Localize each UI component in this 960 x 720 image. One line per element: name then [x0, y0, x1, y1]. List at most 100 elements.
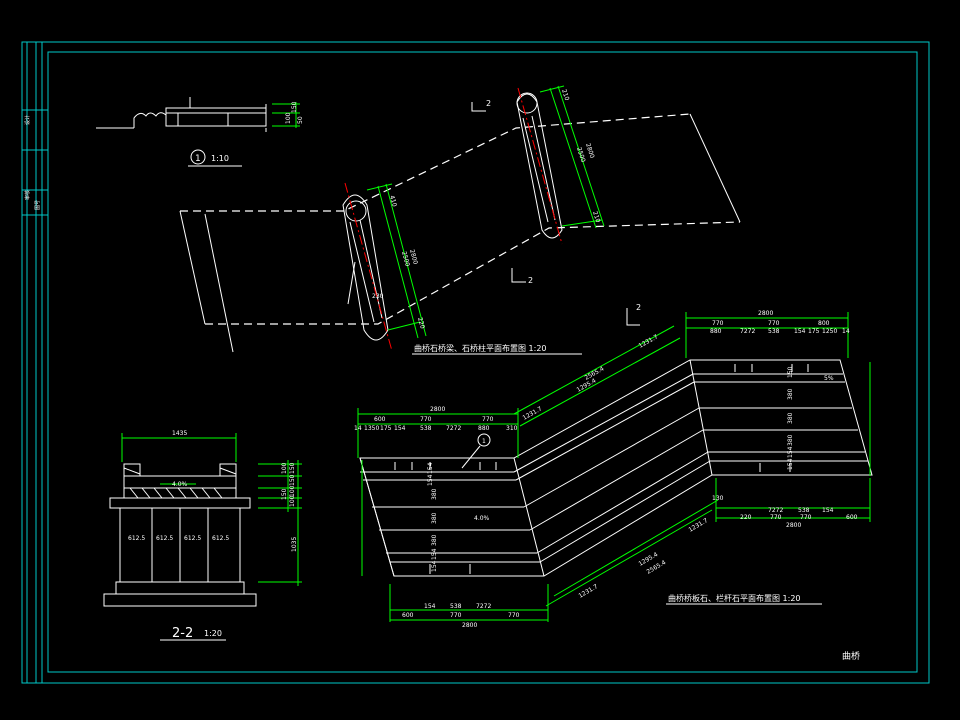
section-22-dim-r5: 100	[281, 462, 288, 474]
drawing-name: 曲桥	[842, 650, 860, 662]
beam-left-post	[342, 194, 389, 341]
slab-right-row-4: 600	[846, 514, 858, 521]
section-22-center-label: 4.0%	[172, 481, 188, 488]
slab-top-sub-5: 175	[808, 328, 820, 335]
beam-plan-edges	[179, 113, 741, 353]
detail-1-dim-2: 150	[291, 101, 298, 113]
beam-right-dim-3: 2500	[575, 146, 586, 163]
slab-left-sub-6: 7272	[446, 425, 461, 432]
section-22-width: 1435	[172, 430, 187, 437]
detail-1-section	[96, 97, 267, 134]
slab-left-row-3: 770	[482, 416, 494, 423]
slab-left-sub-2: 1350	[364, 425, 379, 432]
slab-left-vert-2: 154	[427, 474, 434, 486]
section-mark-right-label: 2	[636, 303, 641, 312]
title-strip-label-3: 图号	[35, 200, 41, 210]
slab-left-sub-4: 154	[394, 425, 406, 432]
beam-left-dim-5: 220	[416, 317, 426, 330]
slab-diag-top-1: 1231.7	[638, 333, 660, 349]
slab-top-sub-1: 880	[710, 328, 722, 335]
slab-left-vert-1: 154	[427, 462, 434, 474]
slab-left-row-2: 770	[420, 416, 432, 423]
slab-right-vert-2: 380	[787, 388, 794, 400]
drawing-frame	[21, 41, 930, 684]
slab-outline	[359, 359, 873, 577]
section-arrow-right	[626, 308, 640, 326]
slab-left-sub-7: 880	[478, 425, 490, 432]
slab-right-total: 2800	[786, 522, 801, 529]
section-22-cell-3: 612.5	[184, 535, 201, 542]
slab-plan-title: 曲桥桥板石、栏杆石平面布置图 1:20	[668, 593, 801, 603]
slab-bottom-row-3: 770	[508, 612, 520, 619]
slab-left-vert-4: 380	[431, 512, 438, 524]
title-strip-label-1: 设计	[24, 115, 31, 125]
detail-scale: 1:10	[211, 154, 229, 163]
slab-right-sub-1: 7272	[768, 507, 783, 514]
slab-left-sub-5: 538	[420, 425, 432, 432]
title-strip: 设计 审核 图号	[24, 115, 41, 210]
section-22-scale: 1:20	[204, 629, 222, 638]
section-22-dim-r1: 150	[289, 462, 296, 474]
section-arrow-bottom	[511, 268, 526, 283]
detail-1-dims	[272, 102, 300, 128]
beam-plan-outline	[180, 113, 741, 325]
section-22-title: 2-2	[172, 626, 193, 641]
slab-left-sub-3: 175	[380, 425, 392, 432]
slab-top-row-3: 800	[818, 320, 830, 327]
section-mark-bottom-label: 2	[528, 276, 533, 285]
beam-left-dim-3: 2500	[400, 251, 411, 268]
slab-bottom-sub-2: 538	[450, 603, 462, 610]
slab-top-sub-4: 154	[794, 328, 806, 335]
section-22-cell-1: 612.5	[128, 535, 145, 542]
detail-1-dim-1: 100	[285, 112, 292, 124]
slab-diag-bottom-4: 1231.7	[688, 517, 710, 534]
slab-bottom-total: 2800	[462, 622, 477, 629]
section-22-dim-r2: 150	[289, 474, 296, 486]
slab-plan-outline	[359, 359, 873, 577]
section-arrow-top	[471, 102, 486, 112]
slab-top-sub-7: 14	[842, 328, 850, 335]
section-22-dims	[121, 433, 302, 586]
slab-right-vert-4: 380	[787, 434, 794, 446]
section-mark-top	[471, 102, 526, 283]
right-rail-block	[219, 463, 237, 477]
beam-right-post	[516, 92, 563, 239]
slab-plan-dims	[357, 312, 871, 622]
slab-bottom-row-2: 770	[450, 612, 462, 619]
right-post-centerline	[517, 87, 563, 245]
title-strip-label-2: 审核	[24, 190, 31, 200]
slab-right-vert-1: 150	[787, 366, 794, 378]
section-22-dim-r3: 100	[289, 485, 296, 497]
left-post-centerline	[344, 182, 393, 352]
slab-right-sub-3: 154	[822, 507, 834, 514]
slab-right-vert-6: 154	[787, 458, 794, 470]
section-22-dim-r4: 100	[289, 495, 296, 507]
slab-left-sub-1: 14	[354, 425, 362, 432]
slab-left-total: 2800	[430, 406, 445, 413]
detail-number: 1	[195, 154, 201, 164]
slab-left-sub-8: 310	[506, 425, 518, 432]
slab-left-vert-3: 380	[431, 488, 438, 500]
slab-top-sub-6: 1250	[822, 328, 837, 335]
slab-right-row-2: 770	[770, 514, 782, 521]
left-rail-block	[123, 463, 141, 477]
slab-top-row-1: 770	[712, 320, 724, 327]
slab-bottom-sub-3: 7272	[476, 603, 491, 610]
slab-left-vert-7: 154	[431, 560, 438, 572]
slab-hatch	[123, 487, 237, 499]
detail-1-label: 1 1:10	[188, 149, 242, 167]
beam-plan-dims	[366, 85, 605, 339]
slab-right-row-3: 770	[800, 514, 812, 521]
section-mark-top-label: 2	[486, 99, 491, 108]
slab-top-row-2: 770	[768, 320, 780, 327]
beam-right-dim-1: 210	[560, 88, 570, 101]
slab-small-130: 130	[712, 495, 724, 502]
slab-right-vert-3: 380	[787, 412, 794, 424]
slab-center-label: 4.0%	[474, 515, 490, 522]
beam-left-dim-4: 230	[372, 293, 384, 300]
section-22-cell-4: 612.5	[212, 535, 229, 542]
section-22-dim-total: 1035	[291, 537, 298, 552]
detail-number-circle	[190, 149, 206, 165]
slab-top-sub-3: 538	[768, 328, 780, 335]
beam-left-dim-2: 2800	[408, 249, 419, 266]
